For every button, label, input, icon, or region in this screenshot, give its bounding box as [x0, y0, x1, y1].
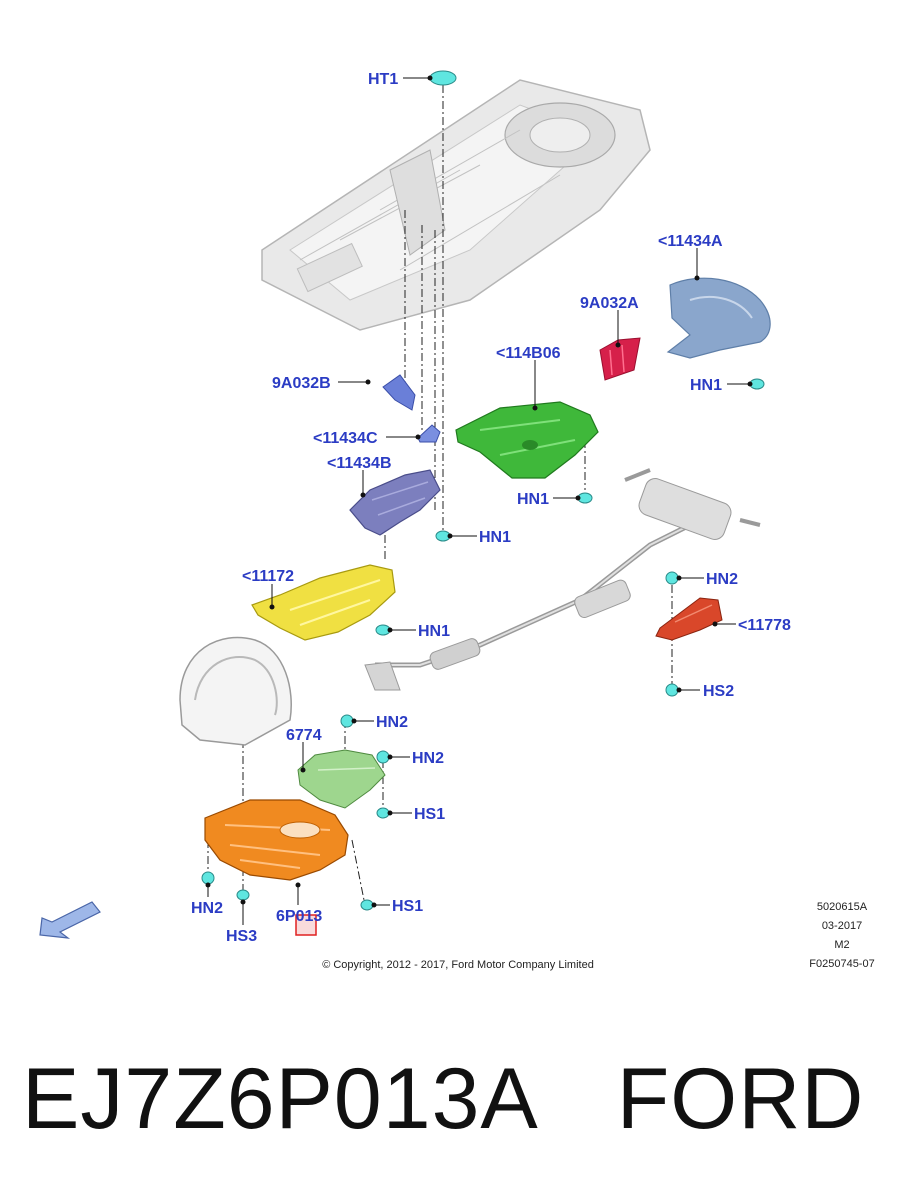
label-11172: <11172	[242, 568, 294, 585]
label-11434a: <11434A	[658, 233, 723, 250]
label-ht1: HT1	[368, 71, 398, 88]
label-6774: 6774	[286, 727, 322, 744]
label-11778: <11778	[738, 617, 791, 634]
label-hn1-right-top: HN1	[690, 377, 722, 394]
label-hs1-a: HS1	[414, 806, 445, 823]
heat-shield-6774[interactable]	[297, 749, 386, 809]
part-number: EJ7Z6P013A	[22, 1051, 539, 1147]
brand-name: FORD	[616, 1051, 865, 1147]
label-9a032a: 9A032A	[580, 295, 639, 312]
exhaust-system	[364, 468, 761, 691]
heat-shield-11434b[interactable]	[349, 469, 441, 536]
meta-date: 03-2017	[822, 920, 862, 932]
leader-lines	[205, 75, 753, 925]
heat-shield-11172[interactable]	[251, 564, 396, 641]
meta-code: 5020615A	[817, 901, 868, 913]
label-114b06: <114B06	[496, 345, 561, 362]
label-hn2-right: HN2	[706, 571, 738, 588]
product-caption: EJ7Z6P013A FORD	[22, 1050, 902, 1160]
label-hs2: HS2	[703, 683, 734, 700]
parts-diagram: HT1 <11434A 9A032A <114B06 9A032B <11434…	[39, 70, 875, 971]
label-hn1-green: HN1	[517, 491, 549, 508]
label-hn2-left: HN2	[191, 900, 223, 917]
label-hs3: HS3	[226, 928, 257, 945]
floor-pan	[261, 79, 651, 331]
alignment-lines	[207, 85, 673, 906]
meta-version: M2	[834, 939, 849, 951]
copyright-text: © Copyright, 2012 - 2017, Ford Motor Com…	[322, 959, 594, 971]
wheel-arch-liner	[179, 636, 292, 746]
label-11434b: <11434B	[327, 455, 392, 472]
heat-shield-11778[interactable]	[655, 597, 723, 641]
label-hs1-b: HS1	[392, 898, 423, 915]
bracket-11434c[interactable]	[417, 424, 441, 443]
label-hn1-center: HN1	[479, 529, 511, 546]
heat-shield-114b06[interactable]	[455, 401, 599, 479]
heat-shield-11434a[interactable]	[666, 277, 771, 359]
underbody-shield-6p013[interactable]	[204, 799, 349, 881]
bracket-9a032a[interactable]	[599, 337, 641, 381]
highlight-box	[295, 914, 317, 936]
label-hn1-yellow: HN1	[418, 623, 450, 640]
direction-arrow-icon	[39, 901, 101, 939]
label-hn2-lower-b: HN2	[412, 750, 444, 767]
meta-figure: F0250745-07	[809, 958, 874, 970]
label-6p013: 6P013	[276, 908, 322, 925]
bracket-9a032b[interactable]	[382, 374, 416, 411]
label-9a032b: 9A032B	[272, 375, 331, 392]
label-11434c: <11434C	[313, 430, 378, 447]
label-hn2-lower-a: HN2	[376, 714, 408, 731]
